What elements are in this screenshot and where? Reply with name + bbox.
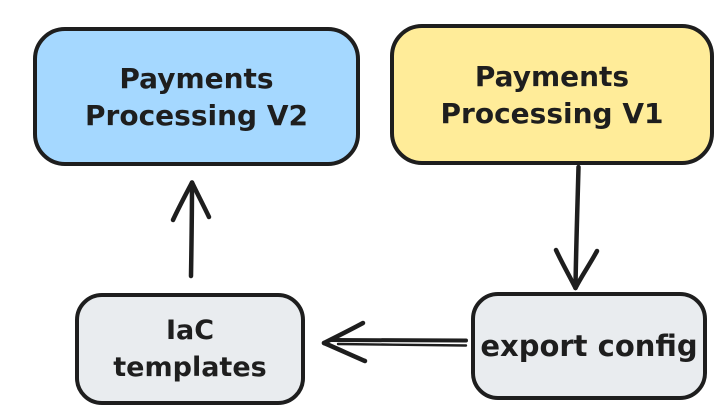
- node-payments-processing-v1: Payments Processing V1: [390, 24, 714, 165]
- node-payments-processing-v2: Payments Processing V2: [33, 27, 360, 166]
- arrow-export-config-to-iac: [321, 320, 468, 364]
- node-label-line: templates: [113, 352, 267, 383]
- node-label-line: Payments: [474, 59, 630, 93]
- node-iac-templates: IaC templates: [75, 293, 305, 405]
- arrow-iac-to-v2: [170, 180, 212, 279]
- node-label-line: Processing V1: [440, 96, 664, 130]
- node-export-config: export config: [471, 292, 707, 400]
- arrow-v1-to-export-config: [553, 164, 600, 291]
- node-label-line: IaC: [165, 315, 215, 346]
- node-label-line: export config: [480, 328, 698, 363]
- node-label-line: Processing V2: [85, 98, 308, 132]
- node-label-line: Payments: [119, 61, 274, 95]
